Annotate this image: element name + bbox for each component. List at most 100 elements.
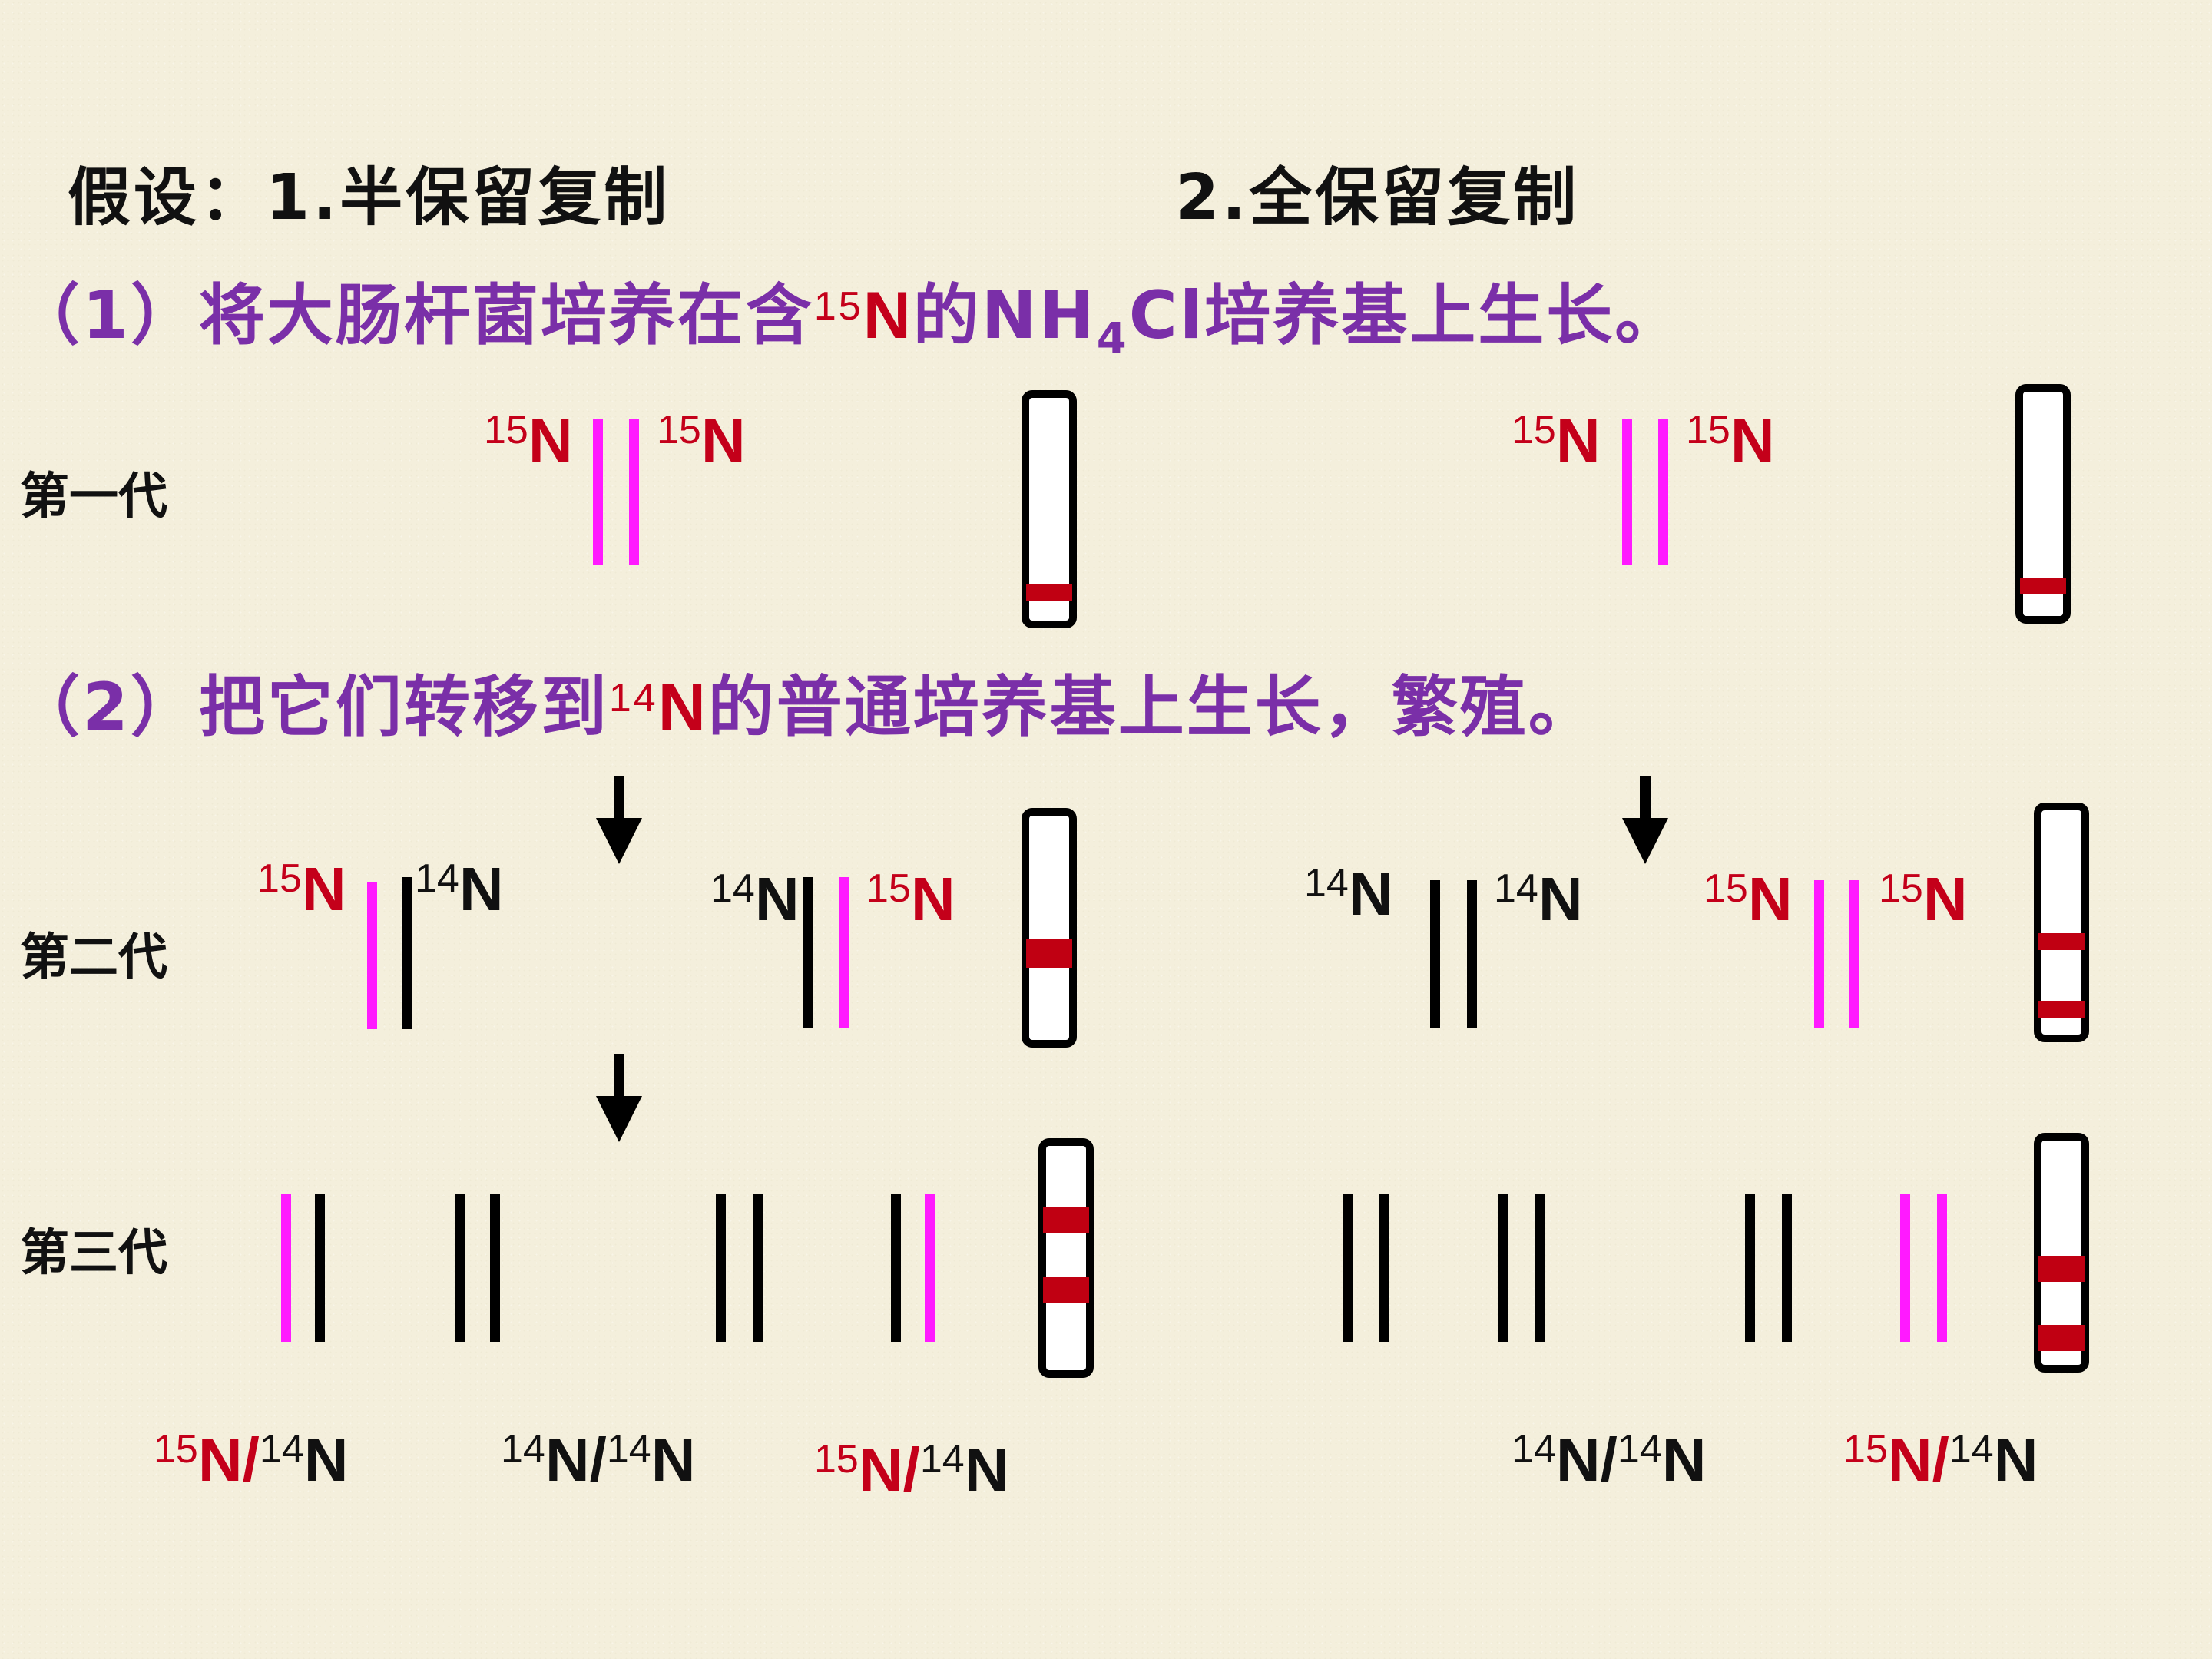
composition-label: 14N/14N (501, 1425, 695, 1495)
parent-strand (281, 1194, 291, 1342)
label-15n: 15N (1686, 406, 1775, 476)
centrifuge-tube (1022, 808, 1077, 1048)
step-1-lead: （1）将大肠杆菌培养在含 (14, 277, 814, 354)
heavy-band (2020, 578, 2066, 594)
label-14n-element: N (545, 1426, 590, 1494)
down-arrow-icon (1622, 776, 1668, 864)
hypothesis-prefix: 假设： (68, 161, 267, 234)
parent-strand (1814, 880, 1824, 1028)
label-15n-element: N (858, 1435, 903, 1504)
step-1-subscript: 4 (1096, 314, 1129, 364)
label-15n-element: N (528, 406, 573, 475)
new-strand (1535, 1194, 1545, 1342)
label-15n-mass: 15 (1843, 1427, 1888, 1472)
label-14n-mass: 14 (1512, 1427, 1556, 1472)
label-14n-element: N (754, 865, 800, 933)
label-15n-mass: 15 (1686, 408, 1730, 452)
label-15n-mass: 15 (1879, 866, 1923, 911)
centrifuge-tube (2034, 1133, 2089, 1373)
label-14n: 14N (415, 854, 504, 925)
label-15n: 15N (257, 854, 346, 925)
step-1-element: N (863, 279, 913, 353)
label-14n-element: N (1661, 1426, 1707, 1494)
step-1-mid: 的NH (912, 277, 1097, 354)
step-1-tail: Cl培养基上生长。 (1128, 277, 1684, 354)
label-15n-element: N (1922, 865, 1968, 933)
parent-strand (593, 419, 603, 565)
new-strand (1343, 1194, 1353, 1342)
label-14n-element: N (303, 1426, 349, 1494)
parent-strand (1622, 419, 1632, 565)
hybrid-band (1026, 939, 1072, 968)
centrifuge-tube (2034, 803, 2089, 1042)
hypothesis-label: 假设：1.半保留复制 (68, 146, 670, 237)
new-strand (402, 877, 412, 1029)
step-2-lead: （2）把它们转移到 (14, 669, 609, 746)
hybrid-band (1043, 1207, 1089, 1233)
step-2-mass: 14 (608, 676, 658, 720)
new-strand (1430, 880, 1440, 1028)
new-strand (753, 1194, 763, 1342)
label-15n: 15N (1704, 864, 1793, 935)
new-strand (1782, 1194, 1792, 1342)
label-15n-mass: 15 (866, 866, 911, 911)
light-band (1043, 1277, 1089, 1303)
step-2-text: （2）把它们转移到14N的普通培养基上生长，繁殖。 (14, 653, 1597, 749)
label-14n-mass: 14 (919, 1437, 965, 1482)
label-15n-element: N (197, 1426, 243, 1494)
parent-strand (629, 419, 639, 565)
label-15n-element: N (1887, 1426, 1932, 1494)
step-2-element: N (657, 671, 708, 744)
composition-label: 15N/14N (814, 1435, 1008, 1505)
label-15n: 15N (484, 406, 573, 476)
heavy-band (2038, 1001, 2085, 1018)
slash: / (902, 1435, 920, 1504)
label-14n-mass: 14 (606, 1427, 651, 1472)
light-band (2038, 933, 2085, 950)
parent-strand (1900, 1194, 1910, 1342)
down-arrow-icon (596, 776, 642, 864)
new-strand (1498, 1194, 1508, 1342)
new-strand (1467, 880, 1477, 1028)
new-strand (1379, 1194, 1389, 1342)
step-1-text: （1）将大肠杆菌培养在含15N的NH4Cl培养基上生长。 (14, 261, 1684, 364)
step-2-tail: 的普通培养基上生长，繁殖。 (707, 669, 1597, 746)
label-14n-mass: 14 (501, 1427, 545, 1472)
label-14n-mass: 14 (415, 856, 459, 901)
label-15n: 15N (1879, 864, 1968, 935)
label-15n-element: N (1730, 406, 1775, 475)
label-14n-element: N (1348, 859, 1393, 928)
new-strand (315, 1194, 325, 1342)
label-14n-element: N (1538, 865, 1583, 933)
label-15n-mass: 15 (1704, 866, 1748, 911)
label-15n: 15N (657, 406, 746, 476)
composition-label: 15N/14N (1843, 1425, 2038, 1495)
parent-strand (925, 1194, 935, 1342)
label-15n-element: N (910, 865, 955, 933)
hypothesis-2: 2.全保留复制 (1175, 161, 1580, 234)
slash: / (242, 1426, 260, 1494)
label-15n-mass: 15 (257, 856, 302, 901)
label-15n-element: N (1555, 406, 1601, 475)
label-14n-mass: 14 (1304, 861, 1349, 906)
step-1-isotope: 15N (814, 279, 913, 353)
parent-strand (1658, 419, 1668, 565)
label-14n-mass: 14 (1949, 1427, 1994, 1472)
generation-2-label: 第二代 (20, 929, 167, 986)
parent-strand (1937, 1194, 1947, 1342)
label-15n-mass: 15 (1512, 408, 1556, 452)
centrifuge-tube (1022, 390, 1077, 628)
heavy-band (1026, 584, 1072, 601)
new-strand (716, 1194, 726, 1342)
label-14n-element: N (1993, 1426, 2038, 1494)
label-15n-mass: 15 (814, 1437, 859, 1482)
label-14n-element: N (1555, 1426, 1601, 1494)
parent-strand (1849, 880, 1859, 1028)
label-14n-element: N (964, 1435, 1009, 1504)
parent-strand (367, 882, 377, 1029)
label-15n-mass: 15 (154, 1427, 198, 1472)
centrifuge-tube (2015, 384, 2071, 624)
label-15n-element: N (700, 406, 746, 475)
composition-label: 15N/14N (154, 1425, 348, 1495)
label-15n: 15N (1512, 406, 1601, 476)
